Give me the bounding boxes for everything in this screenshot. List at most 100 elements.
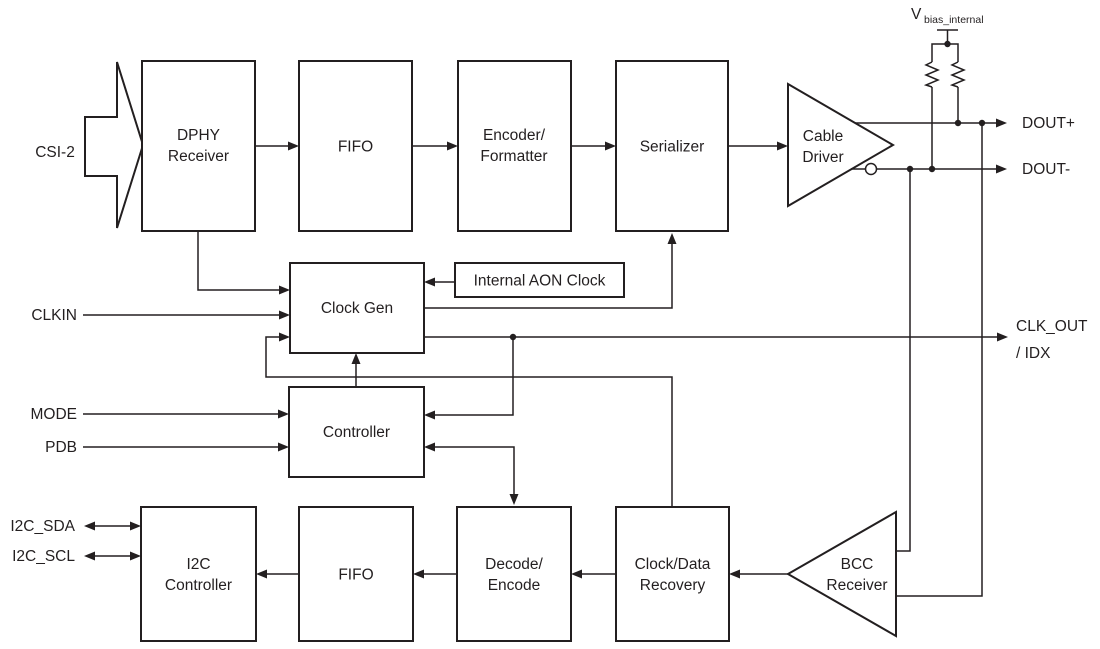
encoder-formatter-box	[457, 60, 572, 232]
pdb-port-label: PDB	[45, 439, 77, 456]
dphy-receiver-label-1: DPHY	[177, 127, 220, 144]
arrowhead-left-icon	[424, 442, 435, 452]
wire-encoder-to-serializer	[571, 141, 616, 151]
wire-controller-to-clock-gen	[351, 353, 361, 387]
wire-fifo-to-i2c-controller	[256, 569, 298, 579]
controller-label: Controller	[323, 424, 390, 441]
arrowhead-left-icon	[84, 521, 95, 531]
arrowhead-right-icon	[279, 310, 290, 320]
wire-controller-decode-line	[435, 446, 515, 494]
arrowhead-left-icon	[413, 569, 424, 579]
wire-bcc-to-cdr	[729, 569, 788, 579]
clock-data-recovery-label-2: Recovery	[640, 577, 706, 594]
bcc-receiver-triangle	[785, 510, 897, 638]
clkin-port-label: CLKIN	[31, 307, 77, 324]
i2c-controller-label-1: I2C	[186, 556, 210, 573]
arrowhead-right-icon	[130, 551, 141, 561]
wire-dout-plus	[855, 118, 1007, 128]
wire-clk-branch-to-controller-line	[435, 337, 514, 416]
clock-data-recovery-label-1: Clock/Data	[635, 556, 711, 573]
csi2-port-label: CSI-2	[35, 144, 75, 161]
wire-controller-decode-bidirectional	[424, 442, 519, 505]
encoder-formatter-label-1: Encoder/	[483, 127, 546, 144]
cable-driver-triangle	[787, 82, 895, 208]
csi2-block-arrow-icon	[84, 61, 145, 229]
serializer-label: Serializer	[640, 139, 705, 156]
i2c-controller-box	[140, 506, 257, 642]
arrowhead-left-icon	[84, 551, 95, 561]
cable-driver-label-2: Driver	[802, 149, 843, 166]
junction-dot	[954, 119, 962, 127]
wire-clkin	[83, 310, 290, 320]
vbias-left-branch	[931, 43, 948, 62]
arrowhead-right-icon	[447, 141, 458, 151]
wire-dout-plus-to-bcc	[896, 119, 986, 597]
wire-clk-out	[424, 332, 1008, 342]
wire-dout-minus-to-bcc-line	[896, 169, 911, 552]
decode-encode-label-2: Encode	[488, 577, 541, 594]
wire-dout-plus-to-bcc-line	[896, 123, 983, 597]
arrowhead-left-icon	[729, 569, 740, 579]
arrowhead-down-icon	[509, 494, 519, 505]
clk-out-port-label: CLK_OUT	[1016, 318, 1088, 335]
fifo-top-label: FIFO	[338, 139, 373, 156]
arrowhead-left-icon	[256, 569, 267, 579]
arrowhead-left-icon	[571, 569, 582, 579]
junction-dot	[928, 165, 936, 173]
arrowhead-right-icon	[278, 442, 289, 452]
arrowhead-right-icon	[605, 141, 616, 151]
block-clock-gen: Clock Gen	[289, 262, 425, 354]
wire-dout-minus	[851, 162, 1007, 176]
wire-aon-to-clock-gen	[424, 277, 455, 287]
internal-aon-clock-box	[454, 262, 625, 298]
wire-serializer-to-cable-driver	[728, 141, 788, 151]
block-serializer: Serializer	[615, 60, 729, 232]
clock-data-recovery-box	[615, 506, 730, 642]
resistor-right-icon	[949, 61, 966, 88]
decode-encode-label-1: Decode/	[485, 556, 543, 573]
arrowhead-left-icon	[424, 410, 435, 420]
block-dphy-receiver: DPHY Receiver	[141, 60, 256, 232]
dphy-receiver-label-2: Receiver	[168, 148, 229, 165]
arrowhead-right-icon	[279, 285, 290, 295]
block-encoder-formatter: Encoder/ Formatter	[457, 60, 572, 232]
arrowhead-left-icon	[424, 277, 435, 287]
block-clock-data-recovery: Clock/Data Recovery	[615, 506, 730, 642]
wire-decode-to-fifo	[413, 569, 457, 579]
arrowhead-right-icon	[130, 521, 141, 531]
wire-i2c-sda	[84, 521, 141, 531]
arrowhead-right-icon	[278, 409, 289, 419]
block-controller: Controller	[288, 386, 425, 478]
arrowhead-up-icon	[667, 233, 677, 244]
arrowhead-right-icon	[996, 164, 1007, 174]
inversion-bubble-icon	[864, 162, 878, 176]
clk-out-port-label-2: / IDX	[1016, 345, 1051, 362]
dout-minus-label: DOUT-	[1022, 161, 1070, 178]
wire-pdb	[83, 442, 289, 452]
cable-driver-label-1: Cable	[803, 128, 844, 145]
internal-aon-clock-label: Internal AON Clock	[474, 273, 606, 290]
wire-clock-gen-to-serializer	[424, 233, 677, 309]
bcc-receiver-label-1: BCC	[841, 556, 874, 573]
vbias-subscript-label: bias_internal	[924, 14, 984, 26]
arrowhead-right-icon	[279, 332, 290, 342]
decode-encode-box	[456, 506, 572, 642]
bcc-receiver-label-2: Receiver	[826, 577, 887, 594]
i2c-controller-label-2: Controller	[165, 577, 232, 594]
block-i2c-controller: I2C Controller	[140, 506, 257, 642]
wire-dphy-to-clock-gen	[197, 231, 290, 295]
block-internal-aon-clock: Internal AON Clock	[454, 262, 625, 298]
wire-clk-branch-to-controller	[424, 337, 514, 420]
clock-gen-label: Clock Gen	[321, 300, 393, 317]
arrowhead-up-icon	[351, 353, 361, 364]
block-bcc-receiver: BCC Receiver	[785, 510, 897, 638]
wire-dout-minus-to-bcc	[896, 165, 914, 552]
vbias-right-branch	[947, 43, 959, 62]
wire-cdr-to-clock-gen-line	[265, 336, 673, 507]
block-decode-encode: Decode/ Encode	[456, 506, 572, 642]
fifo-top-box	[298, 60, 413, 232]
wire-mode	[83, 409, 289, 419]
block-fifo-bottom: FIFO	[298, 506, 414, 642]
dphy-receiver-box	[141, 60, 256, 232]
i2c-sda-port-label: I2C_SDA	[10, 518, 75, 535]
